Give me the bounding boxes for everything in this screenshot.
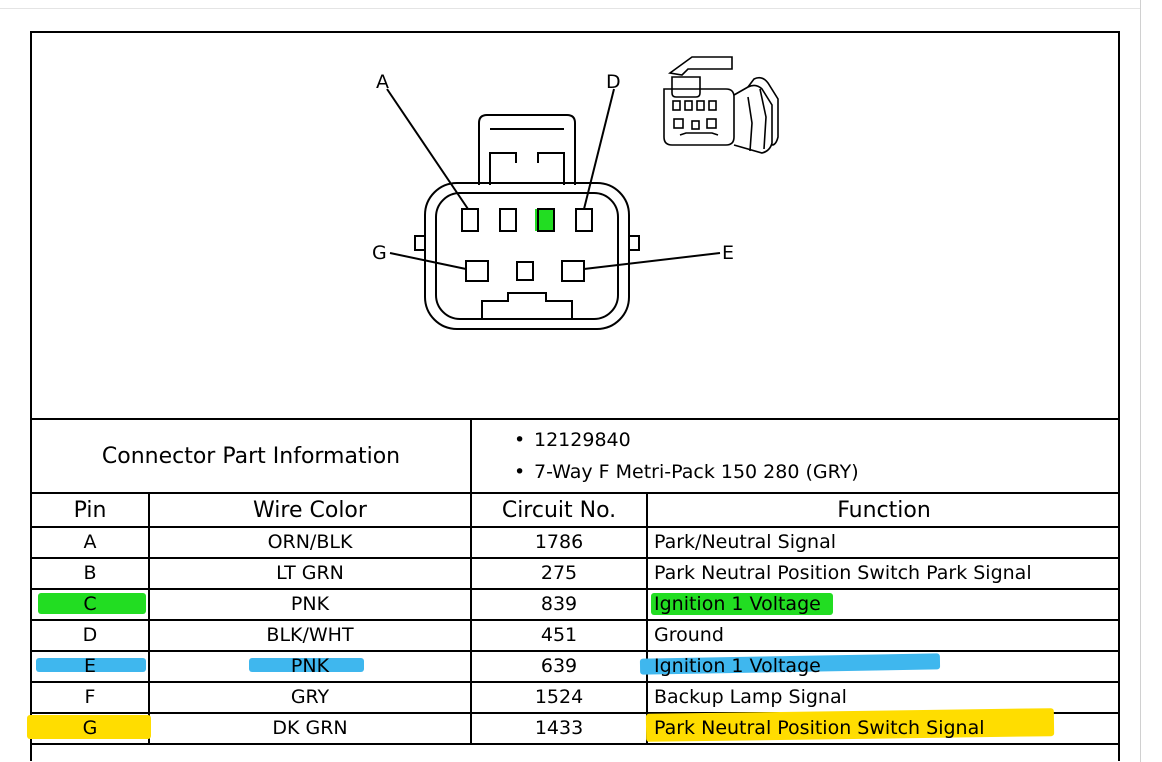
circuit-cell: 639 bbox=[470, 650, 648, 683]
connector-diagram: A D G E bbox=[372, 56, 779, 330]
pin-c-highlight bbox=[535, 209, 554, 231]
wire-cell: LT GRN bbox=[148, 557, 472, 590]
page-right-edge bbox=[1140, 0, 1141, 762]
pin-cell: B bbox=[32, 557, 150, 590]
pin-cell: D bbox=[32, 619, 150, 652]
wire-cell: PNK bbox=[148, 650, 472, 683]
pin-label-a: A bbox=[376, 71, 389, 93]
header-wire-color: Wire Color bbox=[148, 492, 472, 528]
circuit-cell: 1786 bbox=[470, 526, 648, 559]
connector-sheet: A D G E bbox=[26, 31, 1121, 761]
function-cell: Ground bbox=[645, 619, 1121, 652]
header-pin: Pin bbox=[32, 492, 150, 528]
function-cell: Ignition 1 Voltage bbox=[639, 650, 1121, 683]
pin-cell: G bbox=[26, 712, 151, 745]
function-cell: Ignition 1 Voltage bbox=[645, 588, 1121, 621]
pin-cell: C bbox=[32, 588, 150, 621]
pin-cell: F bbox=[32, 681, 150, 714]
part-info-list: 12129840 7-Way F Metri-Pack 150 280 (GRY… bbox=[469, 418, 1121, 494]
circuit-cell: 1433 bbox=[470, 712, 648, 745]
header-circuit-no: Circuit No. bbox=[470, 492, 648, 528]
function-cell: Park/Neutral Signal bbox=[645, 526, 1121, 559]
blue-highlight bbox=[248, 658, 364, 672]
pin-label-g: G bbox=[372, 242, 387, 264]
part-description: 7-Way F Metri-Pack 150 280 (GRY) bbox=[510, 456, 1120, 488]
table-row: D BLK/WHT 451 Ground bbox=[32, 619, 1121, 652]
table-row: C PNK 839 Ignition 1 Voltage bbox=[32, 588, 1121, 621]
connector-iso-view bbox=[663, 56, 779, 154]
blue-highlight bbox=[35, 658, 146, 672]
yellow-highlight bbox=[26, 715, 151, 739]
table-row: B LT GRN 275 Park Neutral Position Switc… bbox=[32, 557, 1121, 590]
green-highlight bbox=[651, 593, 833, 615]
pin-label-d: D bbox=[606, 71, 621, 93]
page-top-edge bbox=[0, 8, 1141, 9]
circuit-cell: 275 bbox=[470, 557, 648, 590]
wire-cell: GRY bbox=[148, 681, 472, 714]
table-header: Pin Wire Color Circuit No. Function bbox=[32, 492, 1121, 528]
connector-table: Connector Part Information 12129840 7-Wa… bbox=[26, 418, 1121, 745]
pin-cell: E bbox=[32, 650, 150, 683]
wire-cell: DK GRN bbox=[148, 712, 472, 745]
function-cell: Park Neutral Position Switch Signal bbox=[645, 708, 1121, 745]
wire-cell: PNK bbox=[148, 588, 472, 621]
function-cell: Park Neutral Position Switch Park Signal bbox=[645, 557, 1121, 590]
circuit-cell: 839 bbox=[470, 588, 648, 621]
header-function: Function bbox=[645, 492, 1121, 528]
circuit-cell: 451 bbox=[470, 619, 648, 652]
wire-cell: ORN/BLK bbox=[148, 526, 472, 559]
table-row: A ORN/BLK 1786 Park/Neutral Signal bbox=[32, 526, 1121, 559]
pin-label-e: E bbox=[722, 242, 734, 264]
part-number: 12129840 bbox=[510, 424, 1120, 456]
pin-cell: A bbox=[32, 526, 150, 559]
table-row: F GRY 1524 Backup Lamp Signal bbox=[32, 681, 1121, 714]
part-info-title: Connector Part Information bbox=[32, 418, 472, 494]
table-row: E PNK 639 Ignition 1 Voltage bbox=[32, 650, 1121, 683]
part-info-row: Connector Part Information 12129840 7-Wa… bbox=[32, 418, 1121, 494]
table-row: G DK GRN 1433 Park Neutral Position Swit… bbox=[26, 708, 1121, 745]
connector-figure: A D G E bbox=[32, 33, 1120, 418]
green-highlight bbox=[38, 593, 147, 614]
circuit-cell: 1524 bbox=[470, 681, 648, 714]
wire-cell: BLK/WHT bbox=[148, 619, 472, 652]
